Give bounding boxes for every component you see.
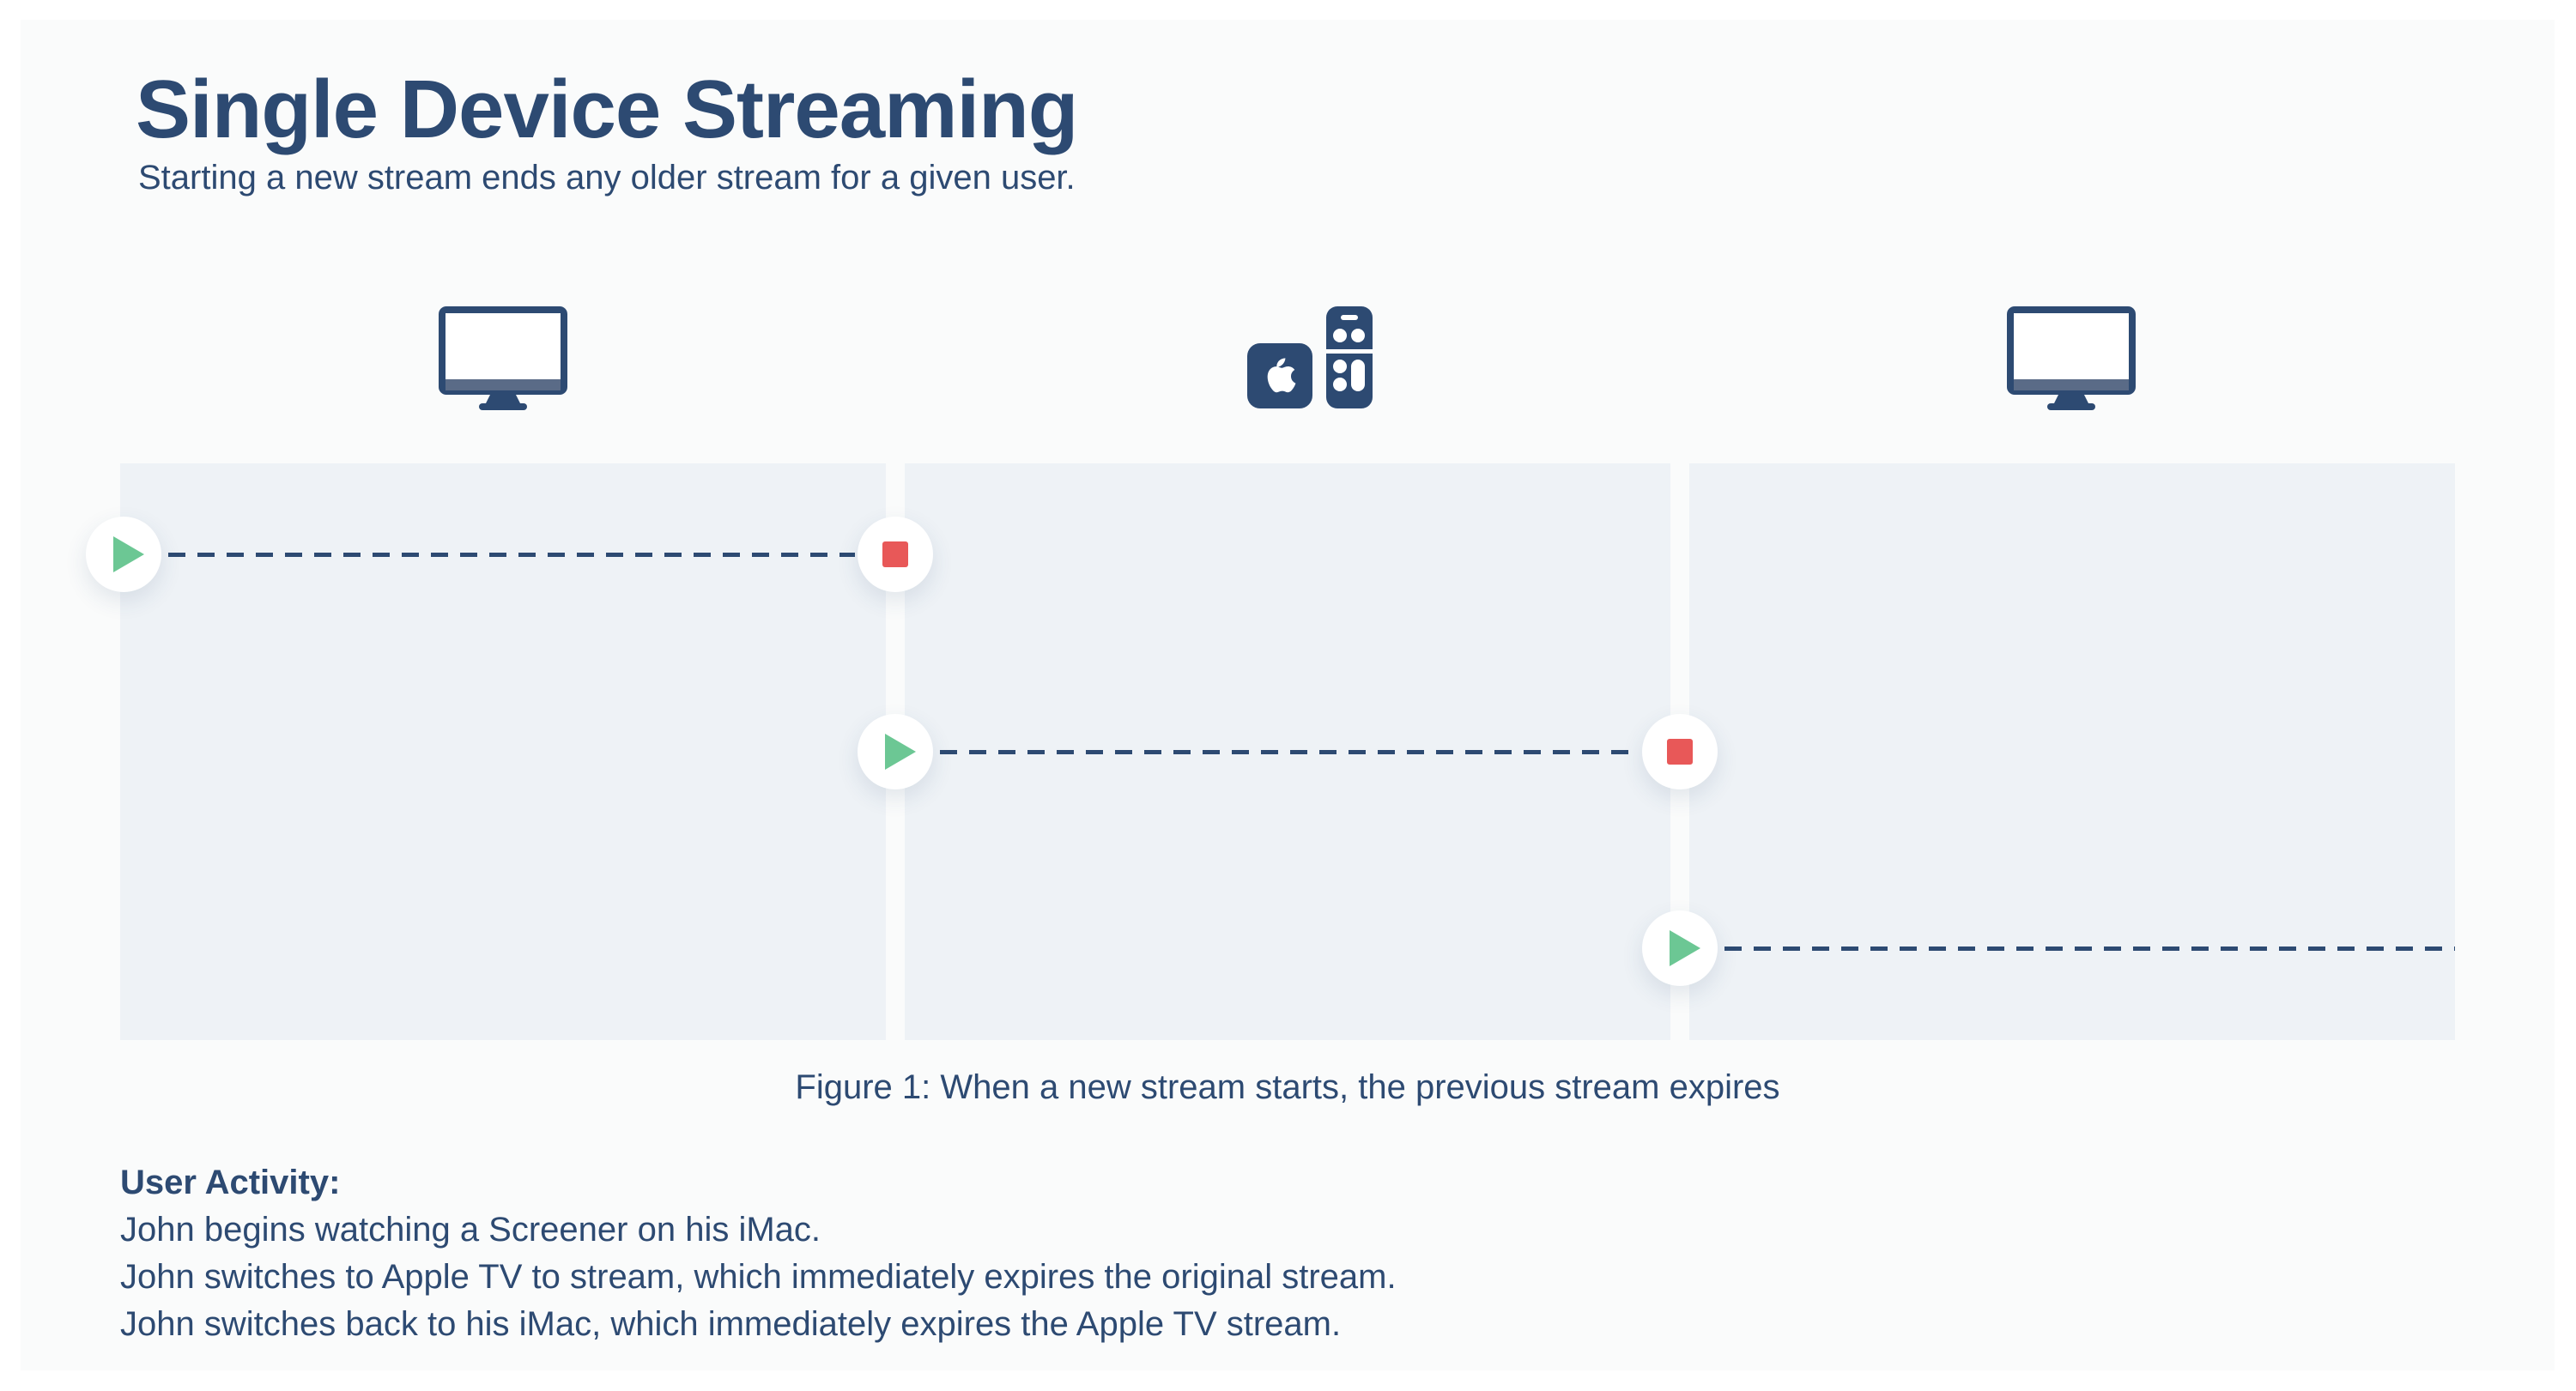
play-icon (885, 734, 916, 770)
user-activity-line: John begins watching a Screener on his i… (120, 1211, 821, 1249)
figure-caption: Figure 1: When a new stream starts, the … (795, 1068, 1780, 1106)
apple-tv-remote-icon (1326, 306, 1373, 408)
content-card: Single Device Streaming Starting a new s… (21, 20, 2555, 1370)
timeline-panel-imac-2 (1689, 463, 2455, 1040)
play-marker-3 (1642, 910, 1718, 986)
user-activity-line: John switches to Apple TV to stream, whi… (120, 1258, 1397, 1296)
play-marker-2 (858, 714, 933, 789)
user-activity-heading: User Activity: (120, 1164, 341, 1201)
play-icon (1670, 930, 1700, 966)
stop-icon (882, 541, 908, 567)
stream-line-2 (940, 750, 1637, 754)
imac-icon (2007, 306, 2136, 410)
page-title: Single Device Streaming (136, 64, 1078, 155)
stop-marker-1 (858, 517, 933, 592)
apple-tv-box-icon (1247, 343, 1312, 408)
play-marker-1 (86, 517, 161, 592)
timeline-panel-imac (120, 463, 886, 1040)
stop-icon (1667, 739, 1693, 765)
timeline-panels (120, 463, 2455, 1040)
play-icon (113, 536, 144, 572)
user-activity-line: John switches back to his iMac, which im… (120, 1305, 1342, 1343)
user-activity-block: User Activity: John begins watching a Sc… (120, 1159, 1397, 1348)
stop-marker-2 (1642, 714, 1718, 789)
imac-icon (439, 306, 567, 410)
stream-line-3 (1724, 946, 2455, 951)
stream-line-1 (168, 553, 855, 557)
page-subtitle: Starting a new stream ends any older str… (138, 159, 1076, 197)
